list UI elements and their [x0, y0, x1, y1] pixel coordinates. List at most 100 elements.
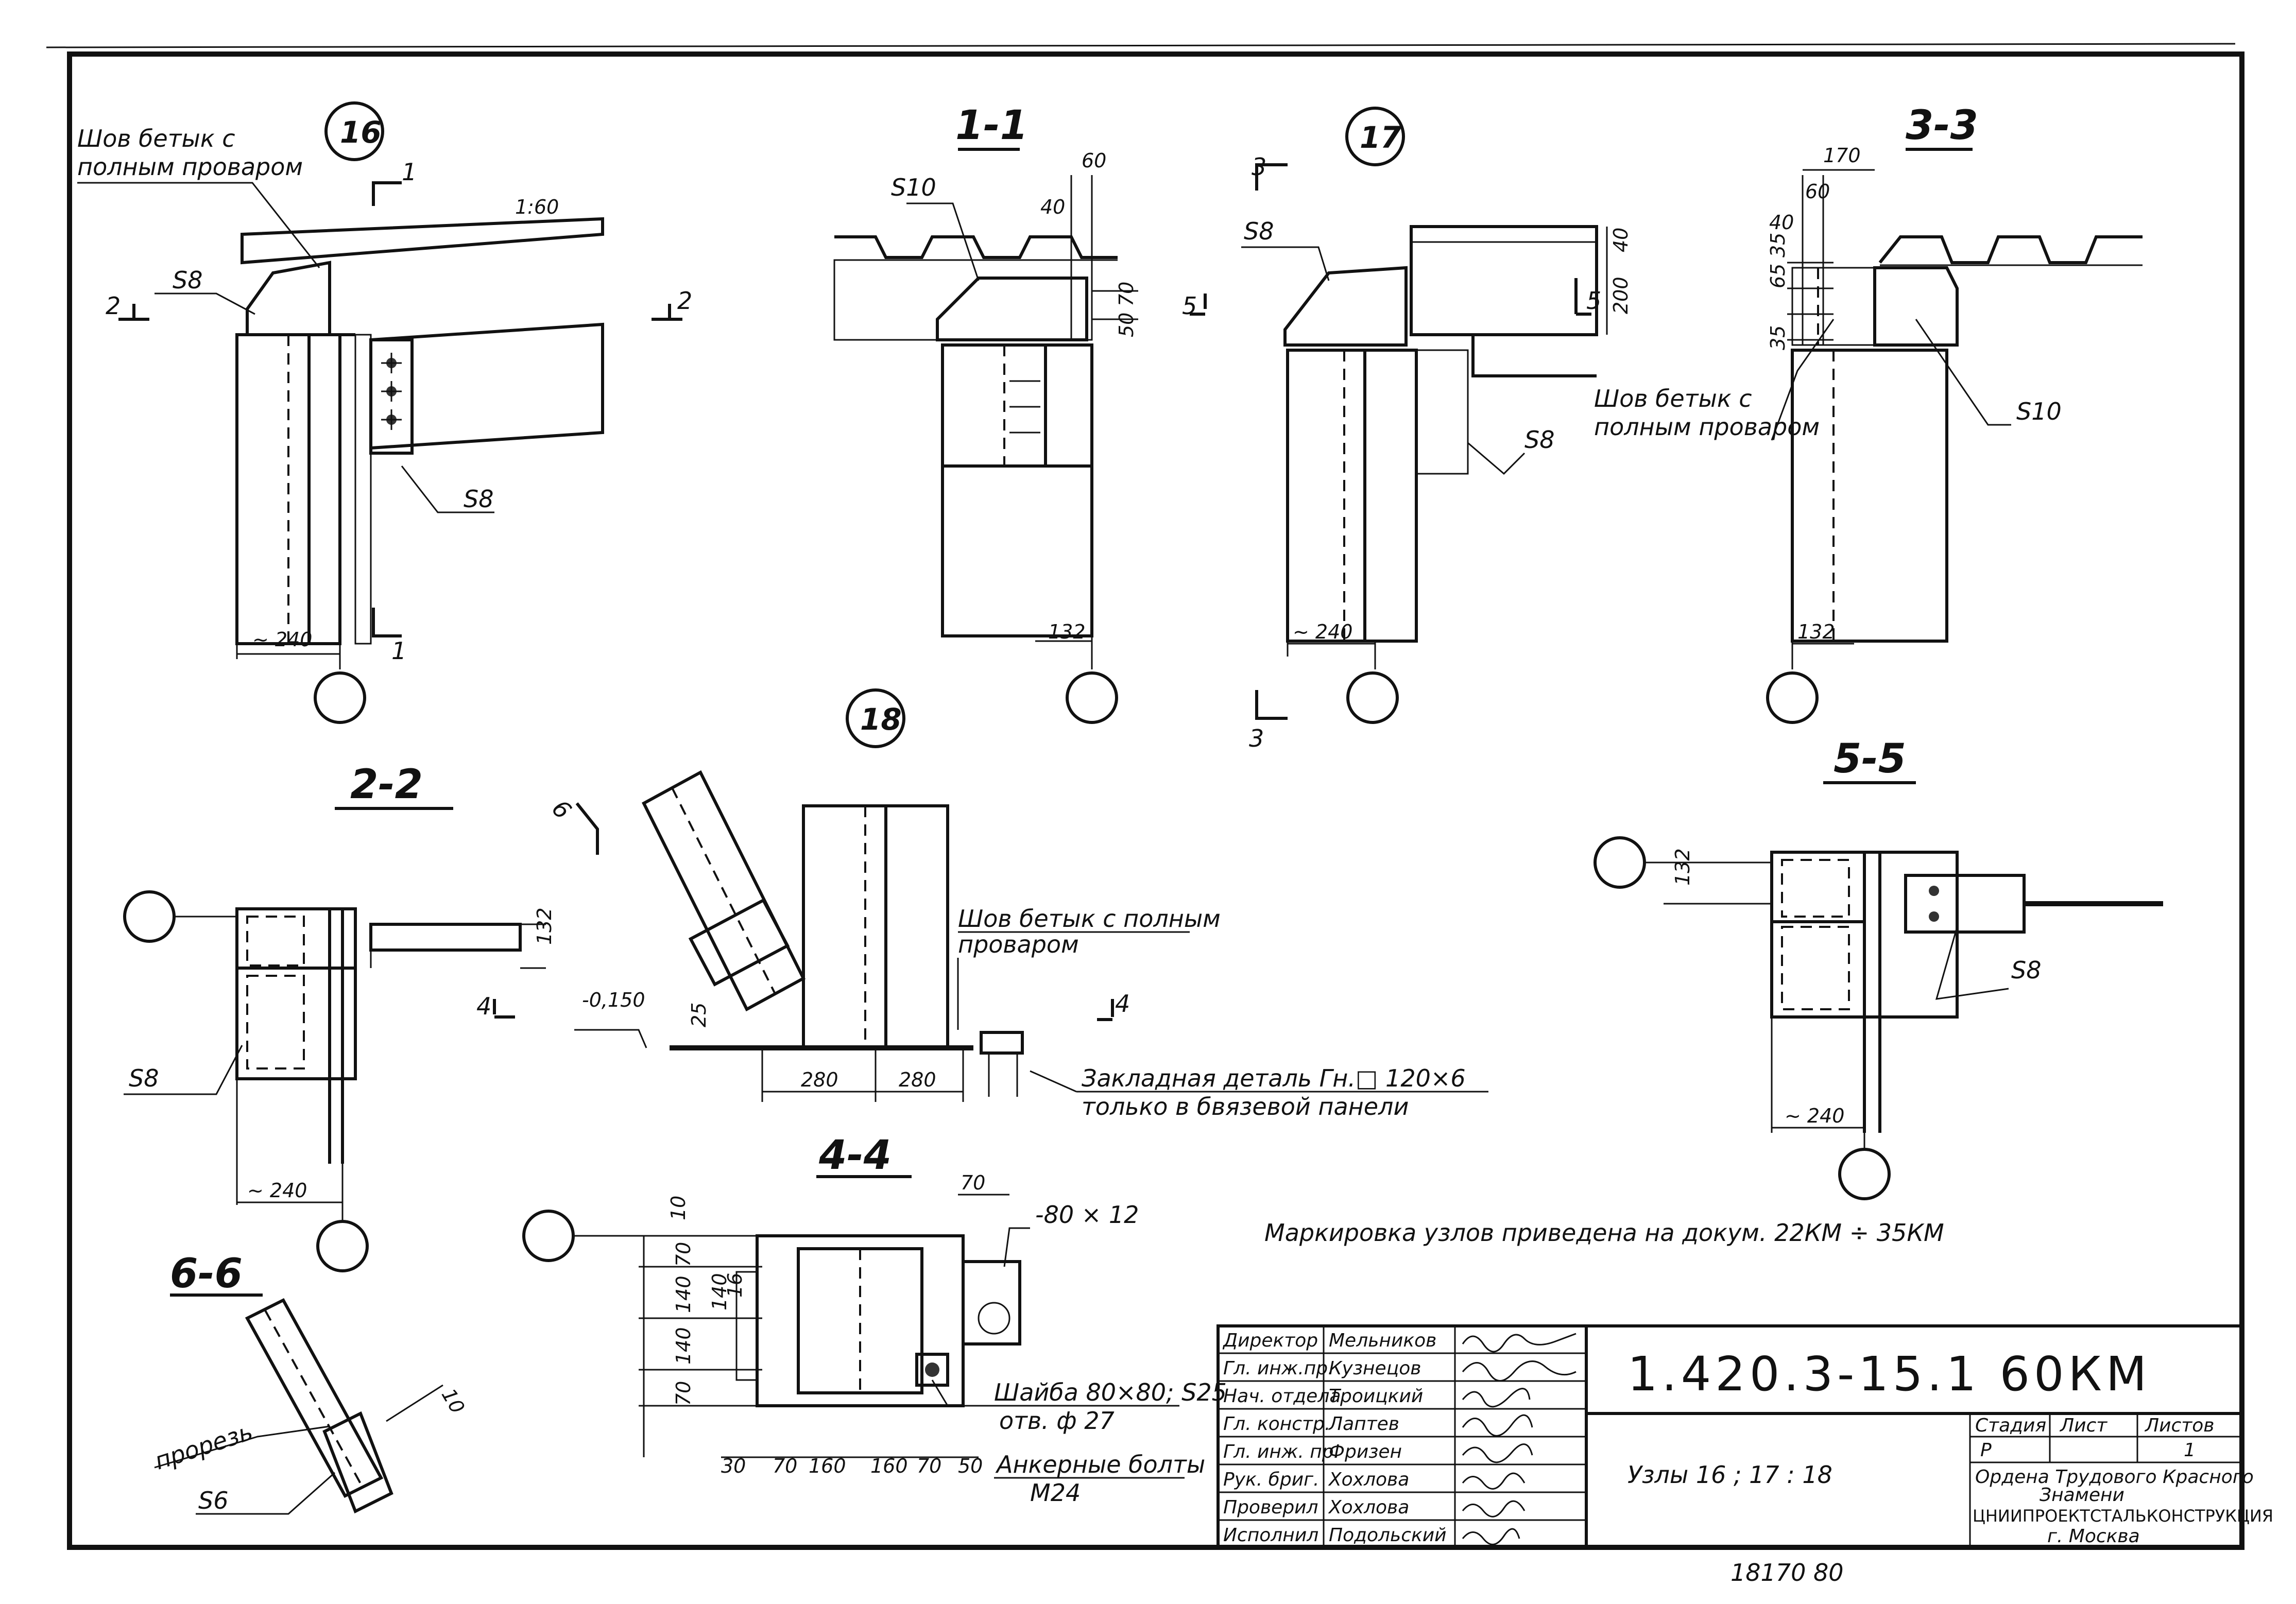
section-5-5: 5-5 132 S8 ~ 240	[1594, 736, 2163, 1200]
section-mark-4-right: 4	[1115, 990, 1130, 1017]
role-5: Рук. бриг.	[1223, 1469, 1319, 1490]
dim-35-33b: 35	[1767, 325, 1789, 350]
signature-6	[1462, 1500, 1526, 1517]
dim-50-44: 50	[958, 1455, 983, 1477]
name-2: Троицкий	[1329, 1386, 1423, 1407]
axis-bubble-16	[314, 671, 366, 724]
dim-132-55: 132	[1671, 848, 1694, 886]
axis-bubble-55-left	[1594, 836, 1646, 889]
marking-note: Маркировка узлов приведена на докум. 22К…	[1264, 1219, 1944, 1247]
org-line-2: Знамени	[2040, 1485, 2124, 1506]
axis-bubble-22-left	[123, 890, 176, 943]
section-mark-5-right: 5	[1586, 287, 1601, 315]
section-3-3: 3-3 170 60 40 35 65 35 Шов бетык с полны…	[1594, 102, 2143, 724]
dim-70-44e: 70	[917, 1455, 941, 1477]
dim-160-44a: 160	[809, 1455, 846, 1477]
dim-240-22: ~ 240	[247, 1179, 307, 1202]
slope-label: 1:60	[515, 196, 559, 218]
weld-s8-16b: S8	[464, 485, 493, 513]
washer-note-l1: Шайба 80×80; S25	[994, 1378, 1227, 1406]
node-16-circle	[324, 101, 384, 161]
signature-1	[1462, 1360, 1577, 1382]
dim-70-44a: 70	[672, 1242, 695, 1267]
section-mark-5-left: 5	[1182, 292, 1197, 320]
dim-25-18: 25	[688, 1003, 710, 1027]
dim-60-33: 60	[1805, 180, 1830, 203]
section-mark-1: 1	[402, 158, 417, 186]
section-mark-1-bottom: 1	[391, 637, 406, 665]
dim-65-33: 65	[1767, 264, 1789, 288]
weld-s8-22: S8	[129, 1064, 159, 1092]
dim-40-33: 40	[1769, 211, 1794, 234]
node-17-detail: 17 3 S8 40 200 5 5 S8 ~ 240 3	[1182, 107, 1632, 752]
sheet-header: Лист	[2059, 1415, 2107, 1436]
name-4: Фризен	[1329, 1441, 1402, 1462]
dim-132-22: 132	[533, 907, 556, 945]
dim-240-16: ~ 240	[252, 628, 312, 651]
dim-50-11: 50	[1115, 313, 1138, 337]
dim-40-11: 40	[1040, 196, 1065, 218]
dim-200-17: 200	[1609, 277, 1632, 314]
dim-10-66: 10	[437, 1385, 469, 1418]
node-16-label: 16	[340, 115, 382, 150]
sheets-value: 1	[2184, 1440, 2196, 1461]
org-line-4: г. Москва	[2047, 1526, 2140, 1547]
signature-2	[1462, 1388, 1531, 1408]
dim-30-44: 30	[721, 1455, 746, 1477]
weld-note-18-l1: Шов бетык с полным	[958, 905, 1221, 933]
org-line-1: Ордена Трудового Красного	[1975, 1467, 2254, 1488]
node-18-detail: 18 6 -0,150 25 280 280 Шов бетык с полны…	[546, 688, 1488, 1120]
sheet-title: Узлы 16 ; 17 : 18	[1627, 1461, 1832, 1489]
section-1-1: 1-1 S10 60 40 70 50 132	[833, 102, 1138, 724]
section-5-5-title: 5-5	[1834, 736, 1906, 782]
dim-70-11: 70	[1115, 282, 1138, 306]
signature-5	[1462, 1472, 1526, 1490]
dim-132-11: 132	[1048, 620, 1086, 643]
sheets-header: Листов	[2144, 1415, 2214, 1436]
section-mark-2-left: 2	[106, 292, 121, 320]
axis-bubble-22	[316, 1220, 369, 1272]
node-17-label: 17	[1360, 120, 1401, 155]
name-5: Хохлова	[1328, 1469, 1409, 1490]
weld-s8-17a: S8	[1244, 217, 1274, 245]
role-7: Исполнил	[1223, 1525, 1318, 1546]
signature-7	[1462, 1528, 1520, 1545]
axis-bubble-17	[1346, 671, 1399, 724]
role-6: Проверил	[1223, 1497, 1318, 1518]
weld-note-18-l2: проваром	[958, 930, 1079, 958]
weld-s8-16a: S8	[173, 266, 202, 294]
dim-160-44b: 160	[870, 1455, 908, 1477]
weld-s8-55: S8	[2011, 956, 2041, 984]
stage-value: Р	[1980, 1440, 1992, 1461]
node-16-detail: 16 Шов бетык с полным проваром 1:60 1 2 …	[77, 101, 692, 724]
section-4-4: 4-4 10 70 140 140 70 140 16 70 -80 × 12 …	[522, 1132, 1227, 1507]
sheet-frame	[67, 51, 2244, 1550]
dim-60-11: 60	[1082, 149, 1106, 172]
section-3-3-title: 3-3	[1906, 102, 1978, 149]
signature-4	[1462, 1443, 1533, 1463]
name-6: Хохлова	[1328, 1497, 1409, 1518]
archive-stamp: 18170 80	[1730, 1559, 1844, 1586]
dim-240-17: ~ 240	[1293, 620, 1352, 643]
role-1: Гл. инж.пр.	[1223, 1358, 1334, 1379]
org-line-3: ЦНИИПРОЕКТСТАЛЬКОНСТРУКЦИЯ	[1973, 1506, 2273, 1526]
section-1-1-title: 1-1	[955, 102, 1028, 149]
embedded-note-l2: только в бвязевой панели	[1082, 1093, 1409, 1120]
weld-note-33-l1: Шов бетык с	[1594, 385, 1752, 412]
dim-140-44c: 140	[708, 1273, 731, 1310]
section-6-6: 6-6 прорезь S6 10	[151, 1251, 469, 1515]
section-mark-4-left: 4	[476, 992, 491, 1020]
name-1: Кузнецов	[1329, 1358, 1421, 1379]
section-6-6-title: 6-6	[170, 1251, 243, 1297]
axis-bubble-11	[1066, 671, 1118, 724]
weld-note-33-l2: полным проваром	[1594, 413, 1820, 441]
dim-140-44b: 140	[672, 1327, 695, 1365]
dim-70-44b: 70	[672, 1381, 695, 1406]
dim-132-33: 132	[1797, 620, 1835, 643]
top-edge-line	[46, 43, 2236, 48]
weld-note-16-l1: Шов бетык с	[77, 125, 235, 152]
washer-note-l2: отв. ф 27	[999, 1407, 1115, 1435]
role-3: Гл. констр.	[1223, 1413, 1330, 1435]
stage-header: Стадия	[1975, 1415, 2046, 1436]
